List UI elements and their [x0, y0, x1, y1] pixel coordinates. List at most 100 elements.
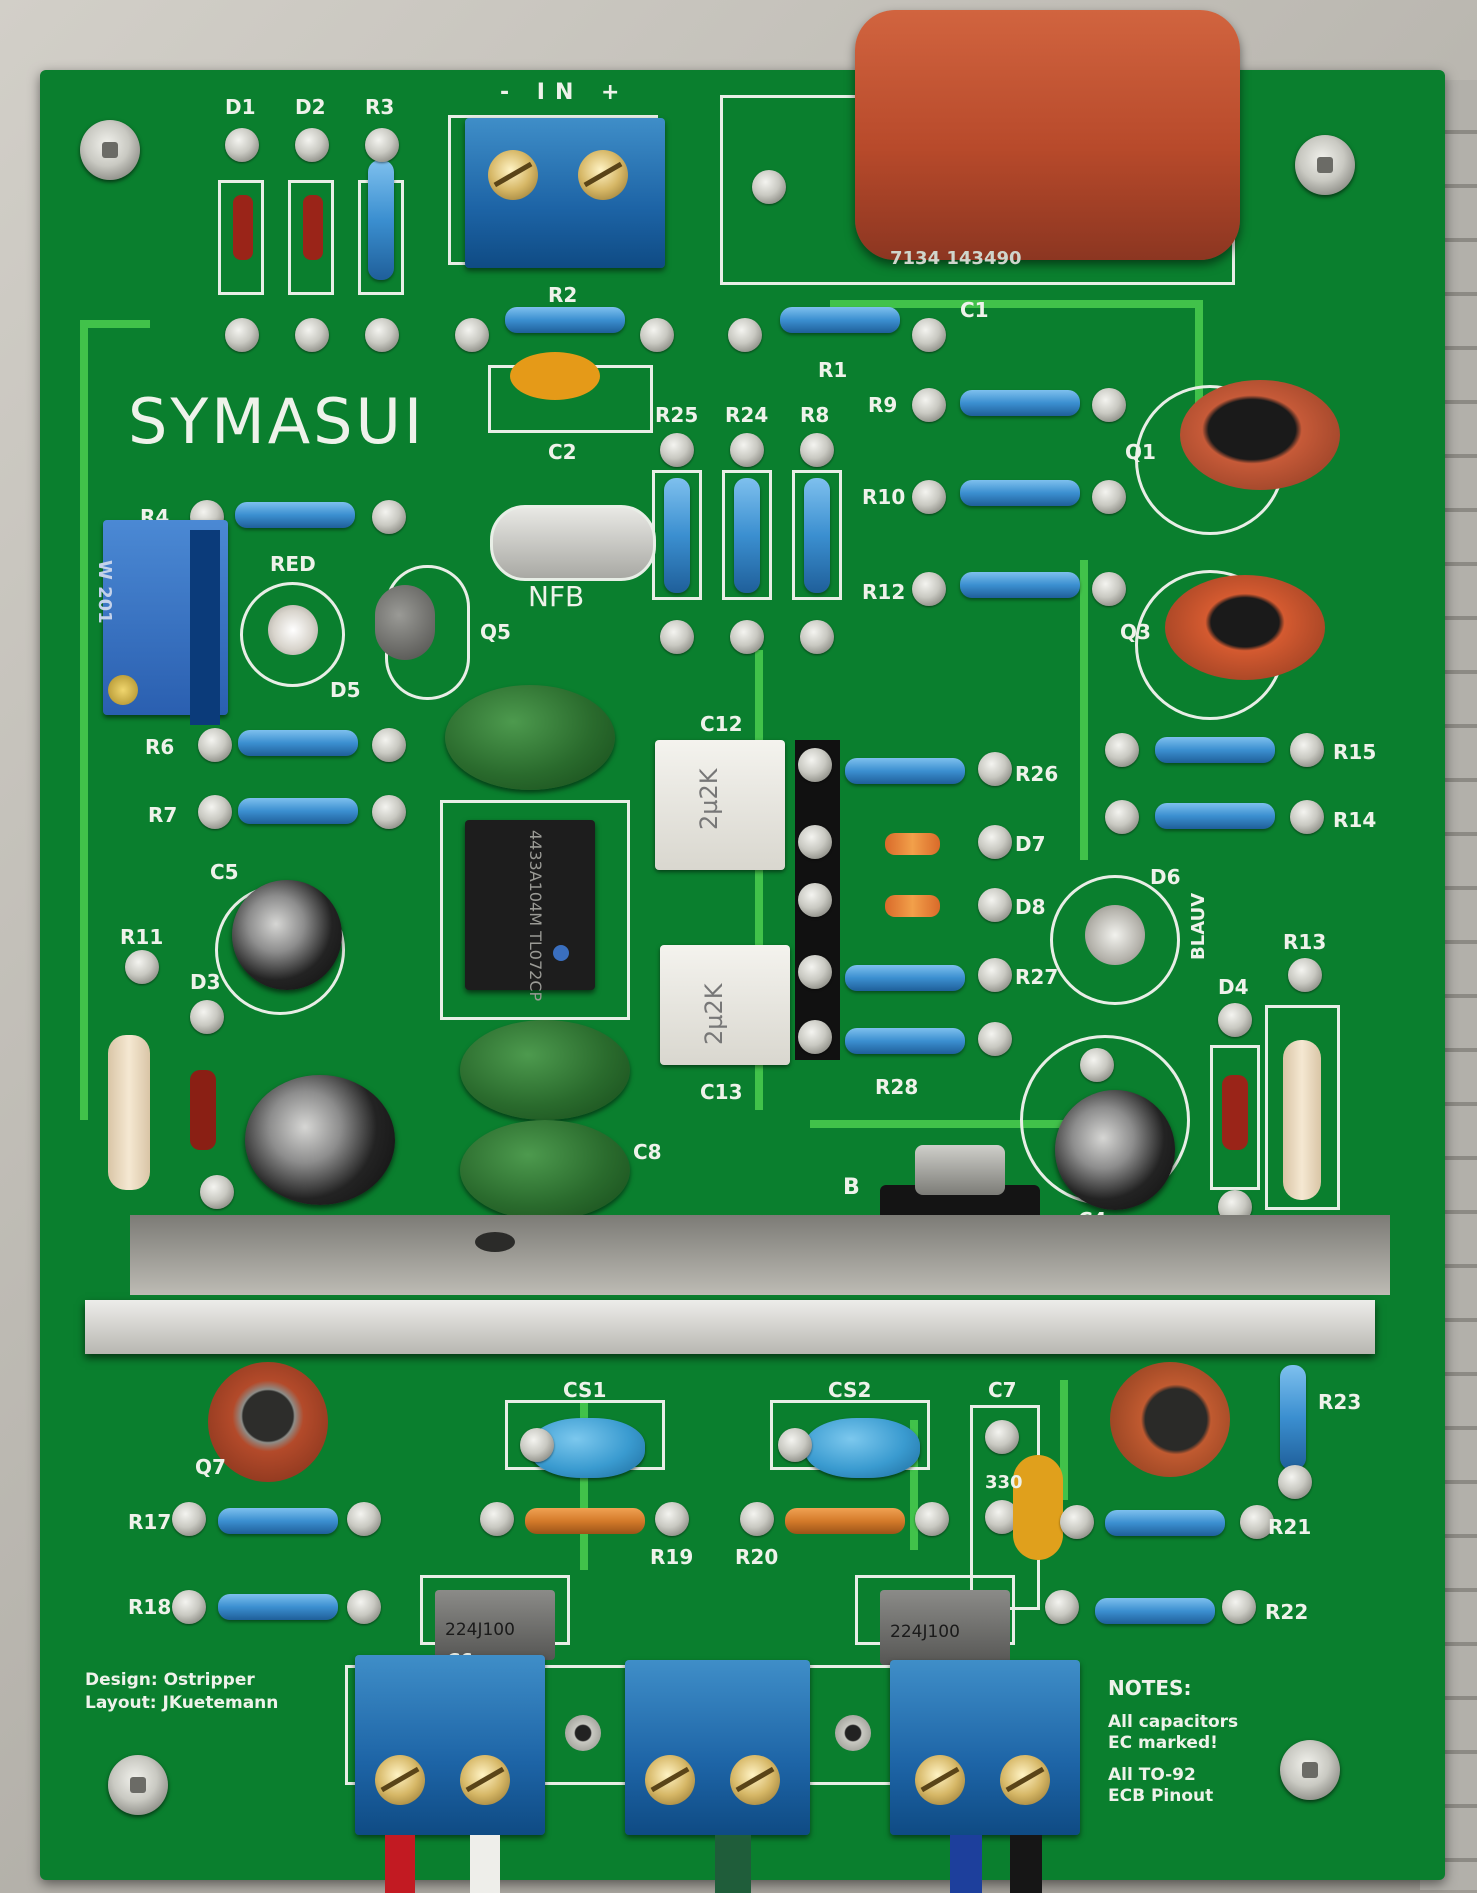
- label-r19: R19: [650, 1545, 694, 1569]
- mounting-screw: [1280, 1740, 1340, 1800]
- notes-line-2: EC marked!: [1108, 1733, 1218, 1753]
- trimmer-adjust-screw[interactable]: [108, 675, 138, 705]
- label-d4: D4: [1218, 975, 1249, 999]
- terminal-screw: [1000, 1755, 1050, 1805]
- nfb-component: [490, 505, 656, 581]
- label-r2: R2: [548, 283, 578, 307]
- ic-print: 4433A104M TL072CP: [526, 830, 545, 1002]
- mount-hole: [565, 1715, 601, 1751]
- label-r10: R10: [862, 485, 906, 509]
- pad: [1290, 800, 1324, 834]
- label-q5: Q5: [480, 620, 511, 644]
- pad: [912, 572, 946, 606]
- pad: [365, 318, 399, 352]
- label-r26: R26: [1015, 762, 1059, 786]
- ic-op-amp: [465, 820, 595, 990]
- r8-outline: [792, 470, 842, 600]
- mounting-screw: [108, 1755, 168, 1815]
- terminal-screw: [578, 150, 628, 200]
- pad: [978, 888, 1012, 922]
- transistor-hex-nut: [915, 1145, 1005, 1195]
- pad: [655, 1502, 689, 1536]
- c6-value: 224J100: [445, 1620, 515, 1640]
- terminal-block-right: [890, 1660, 1080, 1835]
- pad: [172, 1502, 206, 1536]
- resistor-r13: [1283, 1040, 1321, 1200]
- pad: [1105, 733, 1139, 767]
- credit-layout: Layout: JKuetemann: [85, 1693, 279, 1713]
- label-r8: R8: [800, 403, 830, 427]
- pad: [125, 950, 159, 984]
- capacitor-c6: [435, 1590, 555, 1660]
- label-c5: C5: [210, 860, 239, 884]
- pad: [752, 170, 786, 204]
- notes-line-4: ECB Pinout: [1108, 1786, 1214, 1806]
- terminal-screw: [375, 1755, 425, 1805]
- resistor-r23: [1280, 1365, 1306, 1470]
- terminal-screw: [730, 1755, 780, 1805]
- label-r23: R23: [1318, 1390, 1362, 1414]
- pad: [778, 1428, 812, 1462]
- resistor-r24: [734, 478, 760, 593]
- resistor-r11: [108, 1035, 150, 1190]
- capacitor-cs2: [805, 1418, 920, 1478]
- wire-green: [715, 1835, 751, 1893]
- capacitor-c12: 2µ2K: [655, 740, 785, 870]
- label-r20: R20: [735, 1545, 779, 1569]
- diode-d7: [885, 833, 940, 855]
- label-red: RED: [270, 552, 316, 576]
- r13-outline: [1265, 1005, 1340, 1210]
- label-d2: D2: [295, 95, 326, 119]
- pad: [190, 1000, 224, 1034]
- pad: [520, 1428, 554, 1462]
- capacitor-c5: [232, 880, 342, 990]
- pad: [798, 748, 832, 782]
- pad: [730, 620, 764, 654]
- pad: [915, 1502, 949, 1536]
- resistor-r15: [1155, 737, 1275, 763]
- notes-line-1: All capacitors: [1108, 1712, 1239, 1732]
- trace: [1080, 560, 1088, 860]
- capacitor-print: 7134 143490: [890, 248, 1022, 269]
- label-c1: C1: [960, 298, 989, 322]
- pad: [798, 825, 832, 859]
- d1-outline: [218, 180, 264, 295]
- label-d8: D8: [1015, 895, 1046, 919]
- resistor-r22: [1095, 1598, 1215, 1624]
- label-r14: R14: [1333, 808, 1377, 832]
- label-r3: R3: [365, 95, 395, 119]
- resistor-r1: [780, 307, 900, 333]
- c12-value: 2µ2K: [695, 768, 723, 830]
- pad: [372, 795, 406, 829]
- terminal-block-middle: [625, 1660, 810, 1835]
- pad: [372, 728, 406, 762]
- pad: [347, 1590, 381, 1624]
- pad: [198, 728, 232, 762]
- c7-value: 330: [985, 1472, 1023, 1493]
- pad: [480, 1502, 514, 1536]
- label-r17: R17: [128, 1510, 172, 1534]
- resistor-r6: [238, 730, 358, 756]
- terminal-block-left: [355, 1655, 545, 1835]
- label-d1: D1: [225, 95, 256, 119]
- transistor-q7: [208, 1362, 328, 1482]
- label-r22: R22: [1265, 1600, 1309, 1624]
- label-r7: R7: [148, 803, 178, 827]
- label-blauv: BLAUV: [1188, 892, 1209, 960]
- pad: [1092, 480, 1126, 514]
- mounting-screw: [80, 120, 140, 180]
- wire-black: [1010, 1835, 1042, 1893]
- diode-d4: [1222, 1075, 1248, 1150]
- label-c13: C13: [700, 1080, 743, 1104]
- pad: [798, 1020, 832, 1054]
- resistor-r4: [235, 502, 355, 528]
- label-r1: R1: [818, 358, 848, 382]
- pad: [660, 433, 694, 467]
- label-c7: C7: [988, 1378, 1017, 1402]
- label-r27: R27: [1015, 965, 1059, 989]
- label-d6: D6: [1150, 865, 1181, 889]
- label-c8: C8: [633, 1140, 662, 1164]
- resistor-r20: [785, 1508, 905, 1534]
- diode-d1: [233, 195, 253, 260]
- pad: [660, 620, 694, 654]
